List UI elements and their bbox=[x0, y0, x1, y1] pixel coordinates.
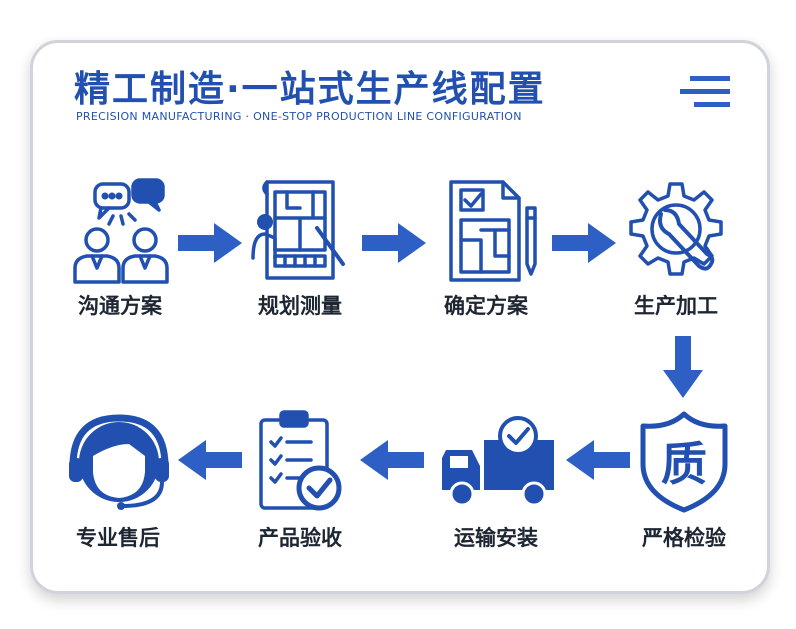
arrow-down-icon bbox=[663, 336, 703, 398]
step-label: 沟通方案 bbox=[78, 294, 162, 318]
arrow-left-icon bbox=[178, 440, 242, 480]
chat-people-icon bbox=[73, 178, 169, 284]
step-communicate: 沟通方案 bbox=[50, 178, 190, 318]
checklist-clipboard-icon bbox=[259, 410, 342, 511]
step-acceptance: 产品验收 bbox=[230, 410, 370, 550]
step-label: 专业售后 bbox=[76, 526, 160, 550]
step-after-sales: 专业售后 bbox=[48, 410, 188, 550]
arrow-right-icon bbox=[362, 223, 426, 263]
arrow-right-icon bbox=[178, 223, 242, 263]
shield-glyph: 质 bbox=[661, 437, 707, 491]
arrow-left-icon bbox=[360, 440, 424, 480]
quality-shield-icon: 质 bbox=[640, 411, 728, 513]
arrow-left-icon bbox=[566, 440, 630, 480]
page-title: 精工制造·一站式生产线配置 bbox=[74, 69, 546, 110]
delivery-truck-icon bbox=[442, 416, 554, 507]
step-transport: 运输安装 bbox=[426, 410, 566, 550]
step-label: 运输安装 bbox=[454, 526, 538, 550]
headset-support-icon bbox=[69, 414, 169, 510]
step-confirm-plan: 确定方案 bbox=[416, 178, 556, 318]
step-label: 严格检验 bbox=[642, 526, 726, 550]
gear-wrench-icon bbox=[629, 182, 723, 276]
page-subtitle: PRECISION MANUFACTURING · ONE-STOP PRODU… bbox=[76, 110, 522, 123]
blueprint-icon bbox=[251, 180, 345, 280]
step-label: 生产加工 bbox=[634, 294, 718, 318]
step-plan-measure: 规划测量 bbox=[230, 178, 370, 318]
step-production: 生产加工 bbox=[606, 178, 746, 318]
step-label: 规划测量 bbox=[258, 294, 342, 318]
document-check-icon bbox=[449, 180, 537, 282]
menu-lines-icon bbox=[680, 76, 730, 107]
arrow-right-icon bbox=[552, 223, 616, 263]
step-label: 产品验收 bbox=[258, 526, 342, 550]
step-label: 确定方案 bbox=[444, 294, 528, 318]
step-inspection: 质 严格检验 bbox=[614, 410, 754, 550]
